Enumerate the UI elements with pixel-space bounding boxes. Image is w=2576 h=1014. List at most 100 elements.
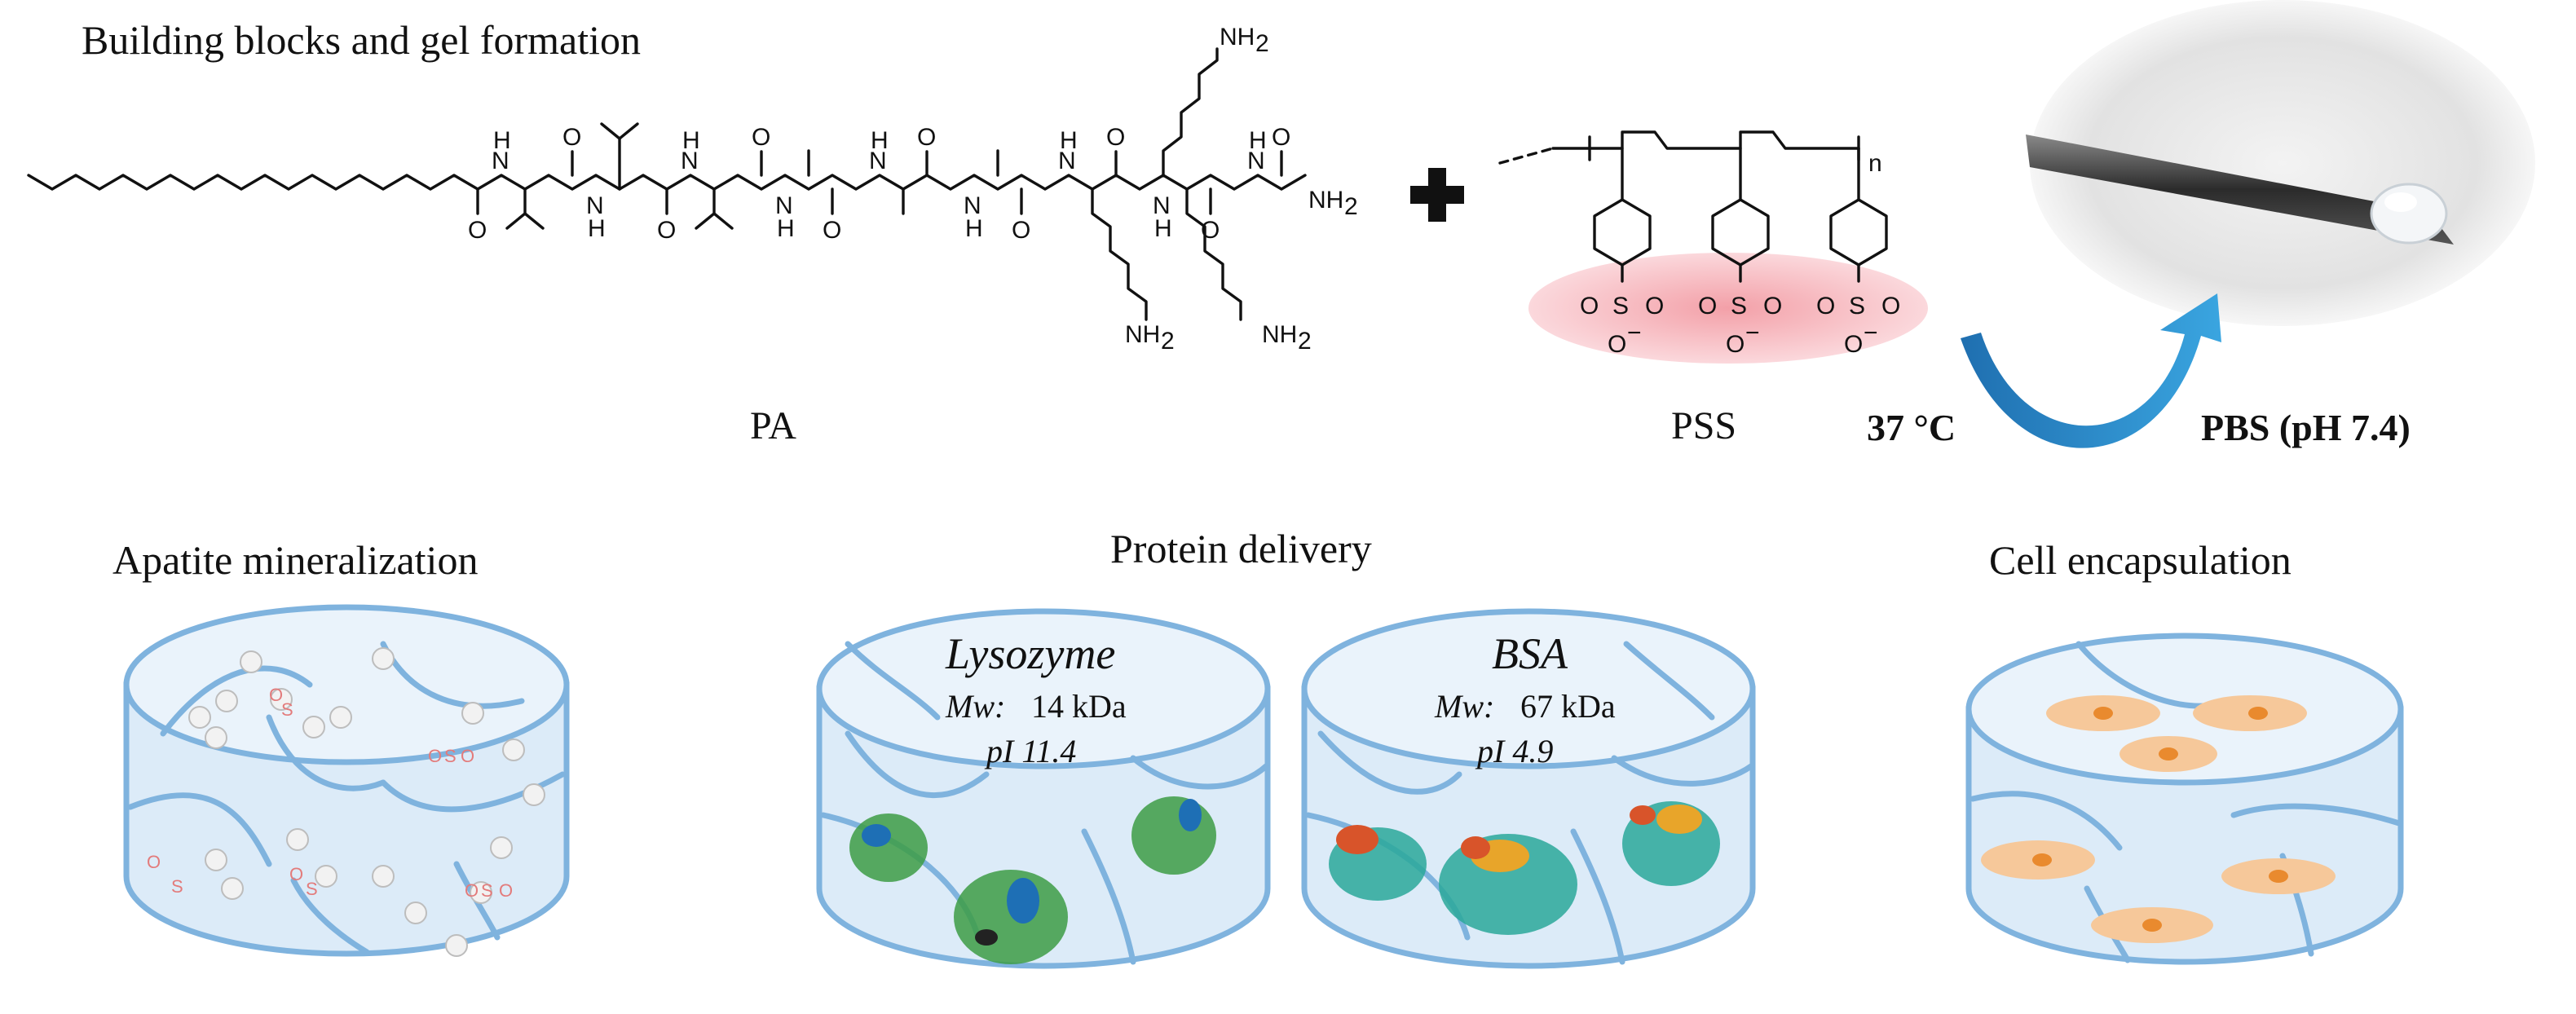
svg-text:−: −: [1627, 320, 1642, 346]
svg-text:S: S: [481, 880, 493, 901]
gel-droplet: [2370, 183, 2448, 245]
bsa-protein-icons: [1329, 801, 1720, 935]
svg-text:H: H: [1249, 127, 1267, 154]
svg-text:NH: NH: [1220, 24, 1255, 51]
svg-text:O: O: [1844, 331, 1863, 358]
svg-text:O: O: [1881, 293, 1900, 320]
lysozyme-gel-cylinder: Lysozyme Mw: 14 kDa pI 11.4: [816, 608, 1271, 969]
svg-text:N: N: [586, 192, 604, 219]
svg-text:NH: NH: [1308, 187, 1343, 214]
spatula: [2026, 134, 2454, 245]
bsa-mw-label: Mw:: [1434, 688, 1494, 725]
apatite-particles: [188, 647, 545, 957]
encapsulated-cells: [1981, 695, 2336, 943]
svg-text:n: n: [1868, 150, 1882, 177]
svg-text:O: O: [1726, 331, 1745, 358]
lysozyme-protein-icons: [849, 796, 1216, 964]
svg-text:O: O: [1645, 293, 1664, 320]
svg-text:NH: NH: [1262, 321, 1297, 348]
gel-network-lines: [127, 641, 566, 955]
svg-text:N: N: [1058, 148, 1076, 174]
svg-text:O: O: [823, 217, 841, 244]
pa-label: PA: [750, 404, 796, 447]
svg-text:N: N: [775, 192, 793, 219]
svg-text:S: S: [1731, 293, 1747, 320]
pa-alkyl-tail: [27, 174, 479, 191]
apatite-title: Apatite mineralization: [112, 537, 478, 583]
svg-text:H: H: [588, 215, 606, 242]
svg-text:S: S: [444, 746, 457, 766]
svg-text:NH: NH: [1125, 321, 1160, 348]
pa-peptide-backbone: [476, 174, 1307, 191]
svg-text:O: O: [289, 864, 303, 884]
svg-text:H: H: [777, 215, 795, 242]
svg-text:S: S: [1612, 293, 1629, 320]
svg-text:S: S: [306, 879, 318, 899]
pa-amide-nh: NH NH NH NH NH NH NH NH NH: [492, 127, 1267, 242]
svg-text:H: H: [493, 127, 511, 154]
temperature-label: 37 °C: [1867, 407, 1956, 448]
svg-text:S: S: [281, 699, 293, 720]
svg-text:O: O: [1580, 293, 1599, 320]
svg-text:O: O: [1698, 293, 1717, 320]
svg-text:O: O: [1608, 331, 1626, 358]
svg-text:S: S: [171, 876, 183, 897]
pa-molecule-structure: O O O O O O O O O O NH NH NH NH NH: [27, 24, 1358, 355]
bsa-mw-value: 67 kDa: [1520, 688, 1616, 725]
benzene-ring-1: [1593, 147, 1652, 283]
svg-text:N: N: [869, 148, 887, 174]
svg-text:O: O: [465, 880, 479, 901]
svg-text:O: O: [752, 124, 770, 151]
svg-text:H: H: [965, 215, 983, 242]
svg-text:H: H: [682, 127, 700, 154]
bsa-pi: pI 4.9: [1475, 733, 1553, 769]
gel-photo: [2026, 0, 2535, 326]
svg-text:O: O: [147, 852, 161, 872]
svg-text:O: O: [917, 124, 936, 151]
bsa-name: BSA: [1492, 629, 1568, 678]
lysozyme-mw-label: Mw:: [945, 688, 1005, 725]
plus-icon: [1410, 168, 1464, 222]
benzene-ring-2: [1711, 147, 1770, 283]
gel-formation-arrow: [1961, 293, 2221, 448]
section-heading: Building blocks and gel formation: [82, 17, 641, 63]
svg-text:S: S: [1849, 293, 1865, 320]
svg-text:N: N: [492, 148, 509, 174]
svg-text:H: H: [1060, 127, 1078, 154]
sulfonate-highlight: [1528, 253, 1928, 364]
svg-text:N: N: [964, 192, 981, 219]
svg-text:O: O: [428, 746, 442, 766]
bsa-gel-cylinder: BSA Mw: 67 kDa pI 4.9: [1301, 608, 1756, 969]
svg-text:−: −: [1864, 320, 1878, 346]
svg-text:O: O: [657, 217, 676, 244]
svg-text:O: O: [468, 217, 487, 244]
svg-text:−: −: [1745, 320, 1760, 346]
svg-text:O: O: [1272, 124, 1290, 151]
svg-text:O: O: [1816, 293, 1835, 320]
svg-text:H: H: [1154, 215, 1172, 242]
svg-text:O: O: [499, 880, 513, 901]
svg-text:N: N: [1247, 148, 1265, 174]
svg-text:O: O: [461, 746, 474, 766]
lysozyme-name: Lysozyme: [945, 629, 1115, 678]
cell-gel-cylinder: [1965, 633, 2404, 965]
svg-text:2: 2: [1255, 30, 1269, 57]
benzene-ring-3: [1829, 147, 1888, 283]
svg-text:O: O: [269, 685, 283, 705]
lysozyme-mw-value: 14 kDa: [1031, 688, 1127, 725]
svg-text:N: N: [1153, 192, 1171, 219]
svg-text:2: 2: [1161, 328, 1175, 355]
lysozyme-pi: pI 11.4: [984, 733, 1076, 769]
svg-text:O: O: [1106, 124, 1125, 151]
svg-text:O: O: [1763, 293, 1782, 320]
svg-text:O: O: [1012, 217, 1030, 244]
svg-text:2: 2: [1344, 193, 1358, 220]
svg-text:O: O: [562, 124, 581, 151]
pa-carbonyls: O O O O O O O O O O: [468, 124, 1290, 244]
cell-title: Cell encapsulation: [1989, 537, 2291, 583]
